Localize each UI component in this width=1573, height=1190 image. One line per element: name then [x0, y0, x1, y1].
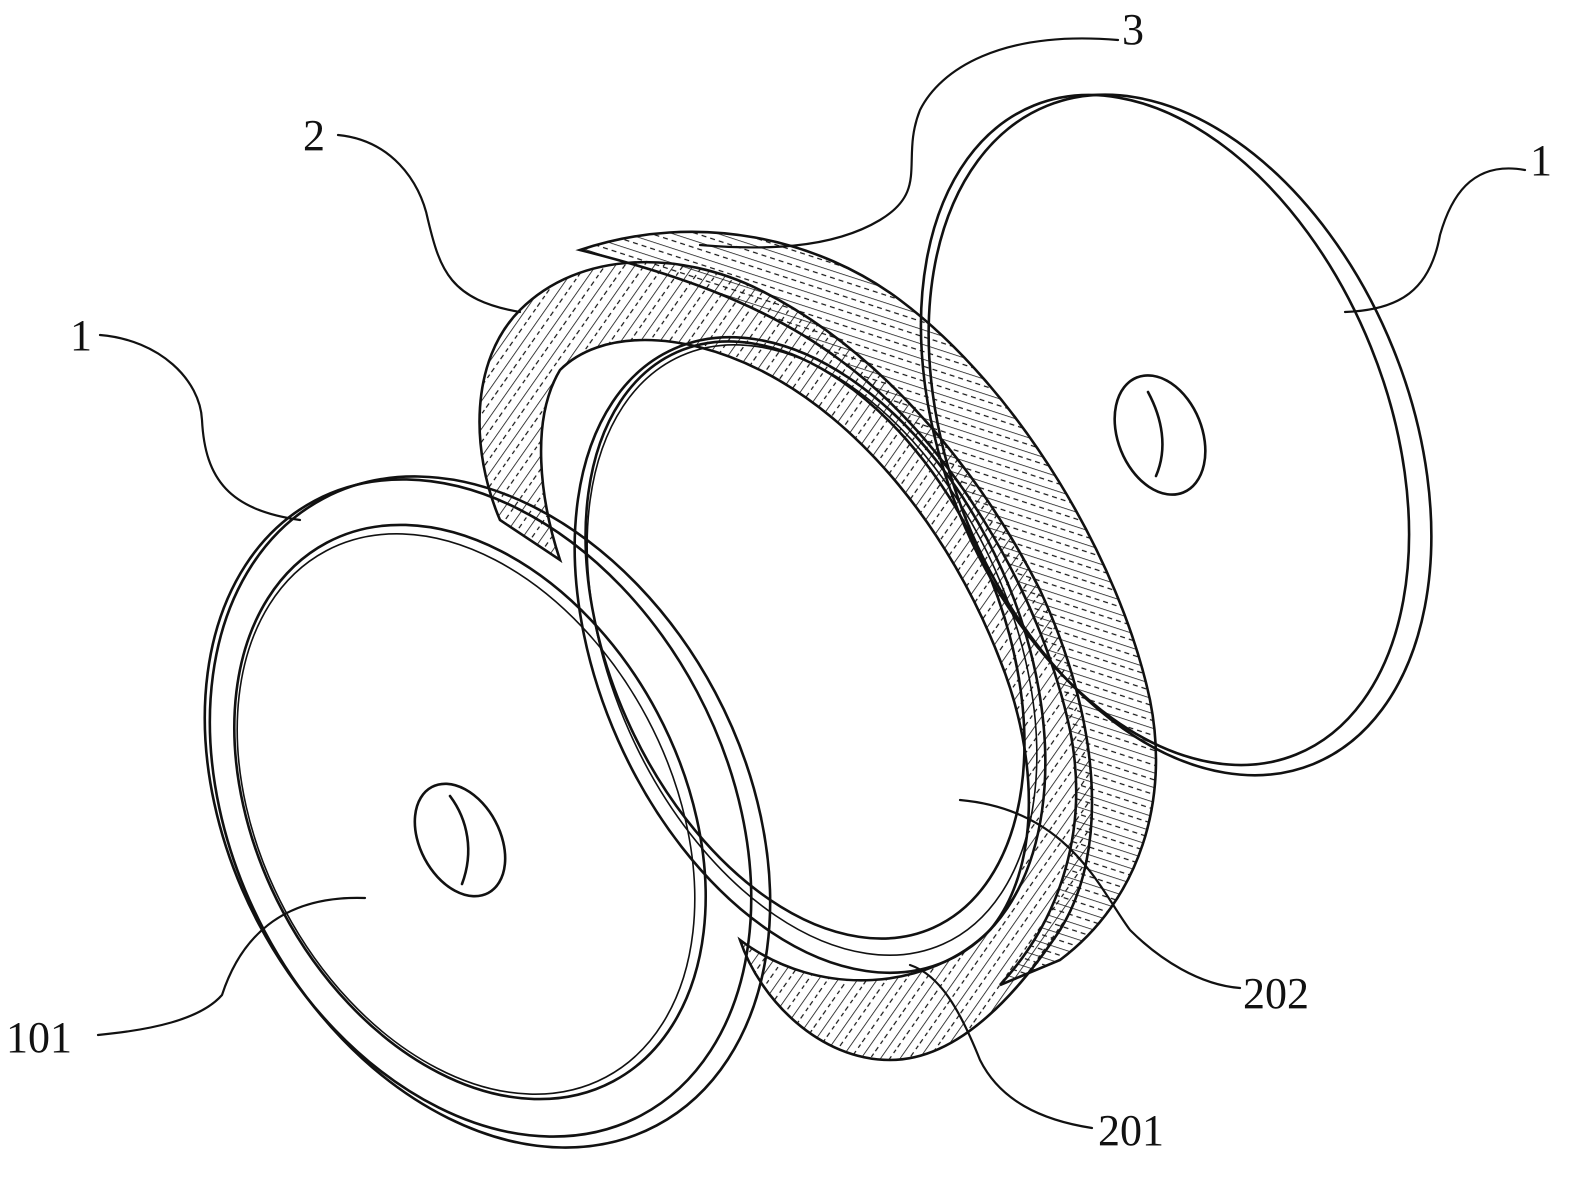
leader-lines — [96, 37, 1527, 1130]
label-1-left: 1 — [70, 311, 92, 360]
left-disc — [203, 475, 772, 1149]
left-disc-center-hole — [413, 782, 507, 898]
leader-101 — [96, 896, 367, 1037]
label-101: 101 — [6, 1013, 72, 1062]
leader-3 — [698, 37, 1120, 249]
label-201: 201 — [1098, 1106, 1164, 1155]
leader-1-right — [1343, 167, 1527, 314]
label-3: 3 — [1122, 5, 1144, 54]
leader-2 — [336, 133, 522, 314]
leader-201 — [908, 963, 1094, 1130]
part-labels: 3 2 1 1 202 101 201 — [6, 5, 1552, 1155]
label-2: 2 — [303, 111, 325, 160]
ring-assembly — [478, 230, 1158, 1062]
leader-1-left — [98, 333, 302, 522]
right-disc-center-hole — [1113, 374, 1207, 496]
label-1-right: 1 — [1530, 136, 1552, 185]
leader-202 — [958, 798, 1242, 990]
label-202: 202 — [1243, 969, 1309, 1018]
inner-bore-face — [584, 340, 1026, 940]
